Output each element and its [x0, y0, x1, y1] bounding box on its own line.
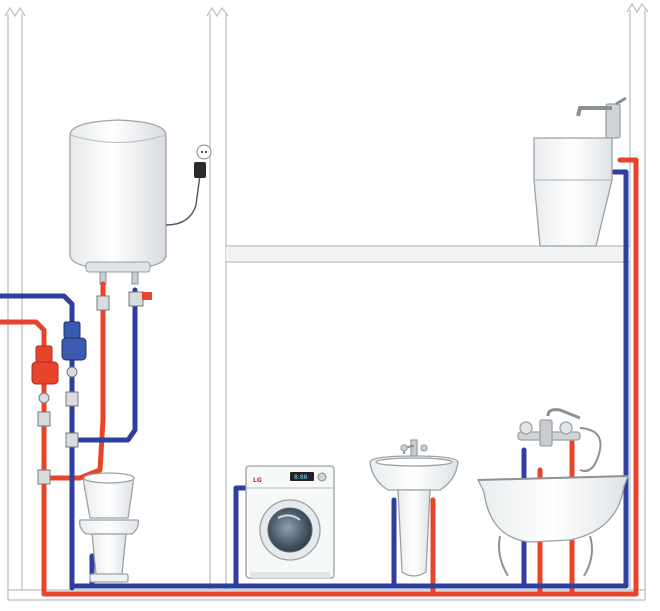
washer-brand: LG	[253, 477, 262, 484]
pedestal-sink-icon	[369, 439, 459, 577]
wall-sink-icon	[533, 96, 627, 247]
upper-floor-slab	[226, 247, 630, 261]
toilet-icon	[78, 472, 140, 583]
clawfoot-bathtub-icon	[476, 408, 629, 577]
valve-group-left	[31, 291, 152, 485]
washing-machine-icon: LG 8:88	[245, 465, 335, 579]
water-heater-icon	[69, 119, 167, 285]
power-socket-icon	[165, 144, 212, 226]
hot-water-pipes	[0, 157, 639, 597]
washer-display: 8:88	[294, 474, 308, 481]
